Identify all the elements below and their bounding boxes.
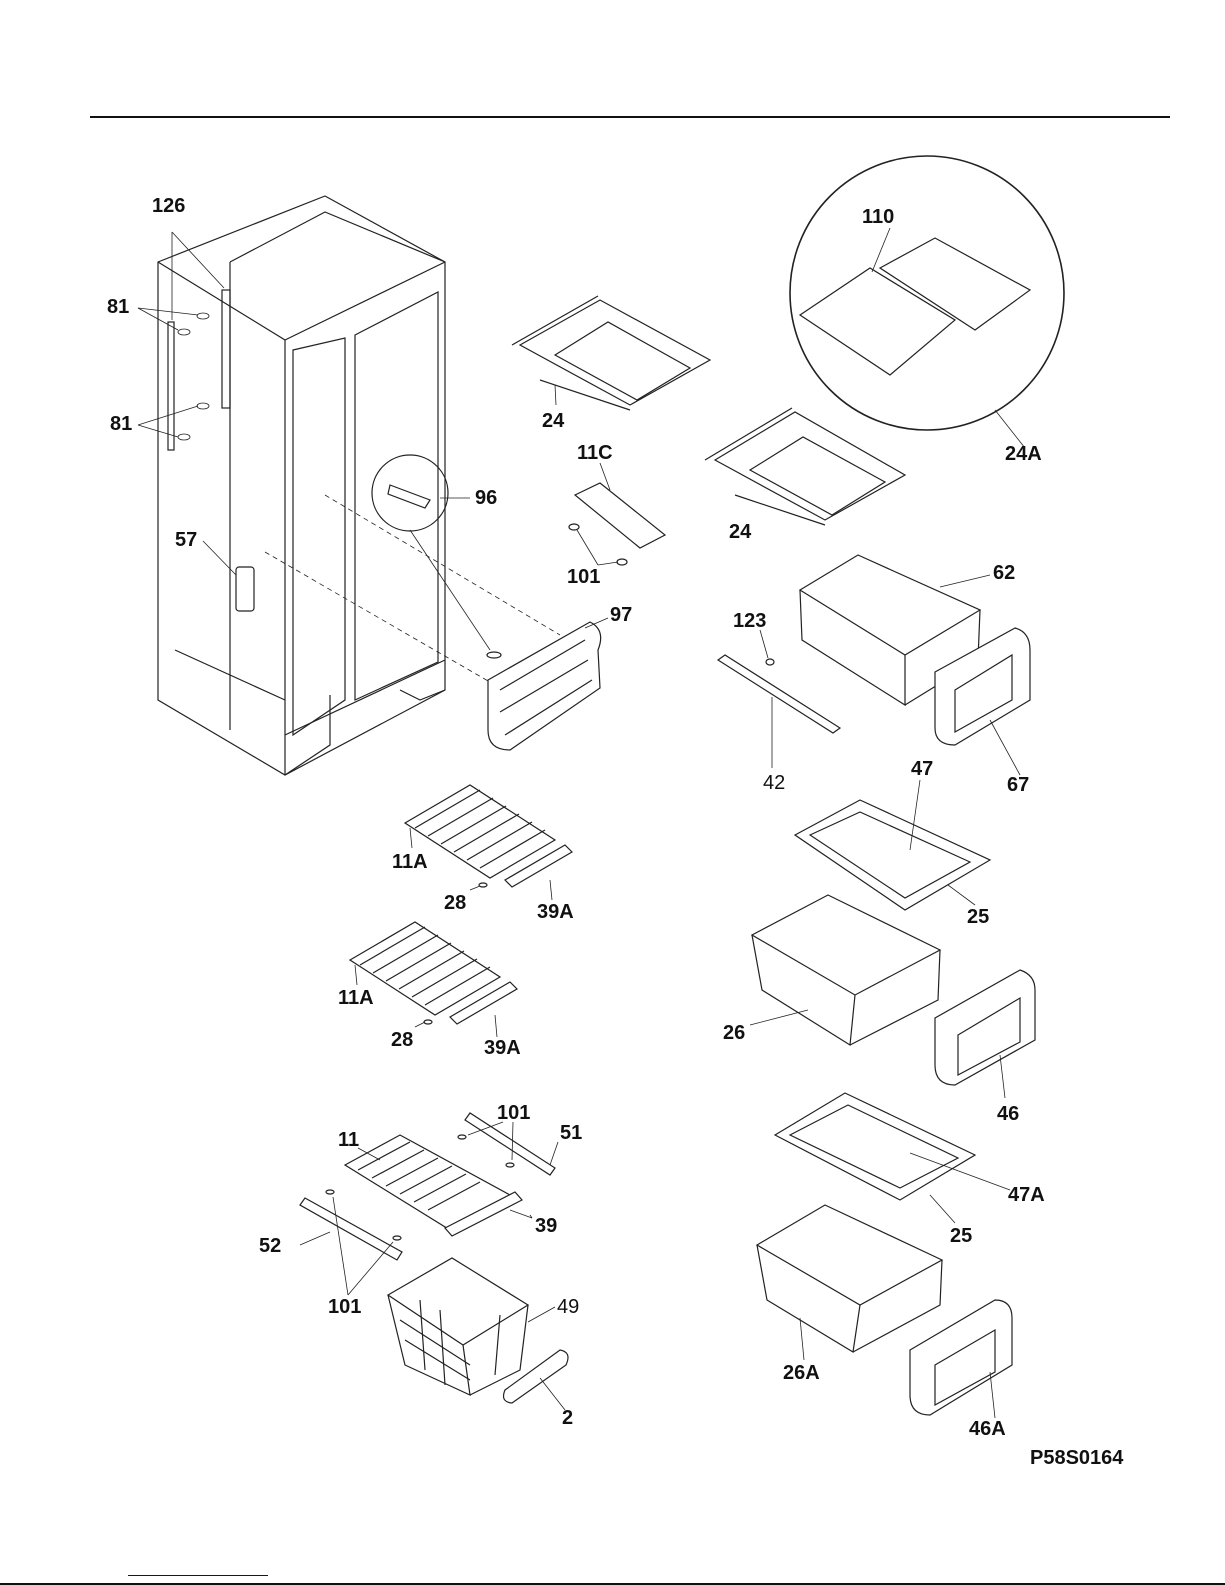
callout-25: 25	[950, 1225, 973, 1247]
drawing-id: P58S0164	[1030, 1447, 1124, 1469]
callout-39A: 39A	[537, 901, 574, 923]
footer-link[interactable]	[128, 1575, 268, 1576]
callout-24: 24	[729, 521, 752, 543]
callout-52: 52	[259, 1235, 282, 1257]
callout-81: 81	[110, 413, 133, 435]
callout-126: 126	[152, 195, 186, 217]
callout-24A: 24A	[1005, 443, 1042, 465]
callout-97: 97	[610, 604, 633, 626]
callout-96: 96	[475, 487, 498, 509]
screw-81	[137, 307, 210, 441]
callout-62: 62	[993, 562, 1016, 584]
handle-2	[502, 1349, 569, 1411]
detail-circle-24A	[789, 155, 1065, 449]
callout-46: 46	[997, 1103, 1020, 1125]
callout-81: 81	[107, 296, 130, 318]
callout-46A: 46A	[969, 1418, 1006, 1440]
callout-2: 2	[562, 1407, 574, 1429]
crisper-door-46	[934, 969, 1036, 1099]
bin-door-67	[934, 627, 1031, 776]
dispenser-part-57	[202, 540, 255, 612]
glass-shelf-24-lower	[704, 407, 907, 526]
callout-47: 47	[911, 758, 934, 780]
hinge-bracket-126	[167, 231, 231, 451]
rail-51	[457, 1112, 559, 1176]
callout-101: 101	[497, 1102, 531, 1124]
callout-11A: 11A	[338, 987, 374, 1009]
wire-basket-49	[386, 1257, 556, 1397]
crisper-drawer-26	[749, 894, 942, 1047]
glass-shelf-24	[511, 295, 712, 411]
callout-11: 11	[338, 1129, 360, 1151]
callout-67: 67	[1007, 774, 1030, 796]
rail-52	[299, 1189, 403, 1296]
callout-51: 51	[560, 1122, 583, 1144]
callout-39A: 39A	[484, 1037, 521, 1059]
footer-rule	[0, 1583, 1225, 1585]
callout-11A: 11A	[392, 851, 428, 873]
callout-26: 26	[723, 1022, 746, 1044]
wire-shelf-11A-lower	[348, 921, 518, 1038]
refrigerator-cabinet	[157, 195, 446, 776]
callout-42: 42	[763, 772, 786, 794]
callout-11C: 11C	[577, 442, 613, 464]
callout-123: 123	[733, 610, 767, 632]
crisper-cover-47A	[773, 1092, 1011, 1224]
callout-57: 57	[175, 529, 198, 551]
crisper-cover-47	[793, 779, 992, 911]
crisper-drawer-26A	[755, 1204, 944, 1361]
alignment-lines	[264, 494, 561, 686]
callout-26A: 26A	[783, 1362, 820, 1384]
panel-97	[486, 617, 609, 751]
callout-25: 25	[967, 906, 990, 928]
callout-28: 28	[391, 1029, 414, 1051]
callout-101: 101	[328, 1296, 362, 1318]
callout-49: 49	[557, 1296, 580, 1318]
callout-110: 110	[862, 206, 895, 228]
bin-62	[798, 554, 991, 707]
callout-39: 39	[535, 1215, 558, 1237]
callout-47A: 47A	[1008, 1184, 1045, 1206]
shelf-bracket-11C	[568, 462, 667, 566]
header-rule	[90, 116, 1170, 118]
detail-circle-96	[371, 454, 491, 651]
rail-42	[716, 629, 842, 768]
wire-shelf-11	[343, 1134, 533, 1237]
callout-28: 28	[444, 892, 467, 914]
crisper-door-46A	[909, 1299, 1013, 1419]
callout-101: 101	[567, 566, 601, 588]
callout-24: 24	[542, 410, 565, 432]
wire-shelf-11A	[403, 784, 573, 901]
